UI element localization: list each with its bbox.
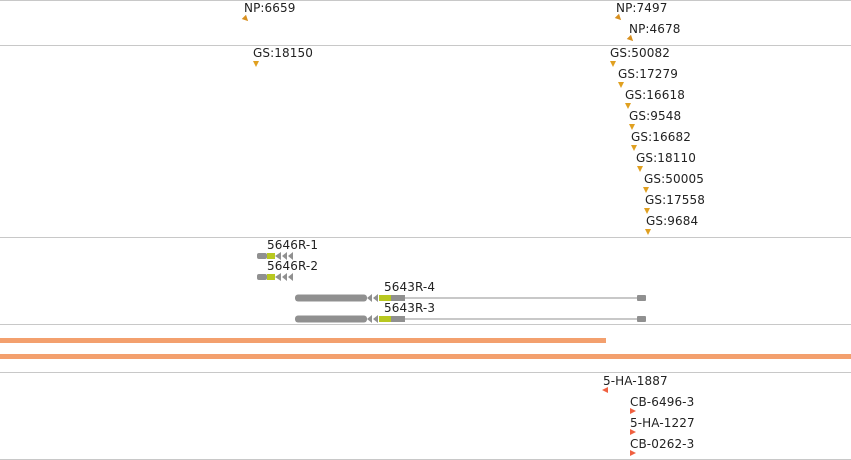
gs-marker-icon[interactable]: [637, 166, 643, 172]
gs-marker-icon[interactable]: [625, 103, 631, 109]
gs-feature-label[interactable]: GS:9548: [629, 109, 682, 123]
track-divider-np-gs: [0, 45, 851, 46]
np-feature-label[interactable]: NP:6659: [244, 1, 296, 15]
rnai-feature-label[interactable]: 5-HA-1887: [603, 374, 668, 388]
gs-marker-icon[interactable]: [644, 208, 650, 214]
rnai-feature-label[interactable]: CB-0262-3: [630, 437, 695, 451]
gene-label[interactable]: 5646R-2: [267, 259, 319, 273]
np-marker-icon[interactable]: [626, 34, 636, 44]
gene-label[interactable]: 5643R-3: [384, 301, 436, 315]
rnai-marker-icon[interactable]: [630, 408, 636, 414]
gene-model-glyph[interactable]: [293, 293, 653, 303]
rnai-feature-label[interactable]: CB-6496-3: [630, 395, 695, 409]
gs-marker-icon[interactable]: [645, 229, 651, 235]
gs-marker-icon[interactable]: [253, 61, 259, 67]
gs-marker-icon[interactable]: [629, 124, 635, 130]
np-marker-icon[interactable]: [241, 14, 251, 24]
gene-model-glyph[interactable]: [293, 314, 653, 324]
track-divider-genes-bars: [0, 324, 851, 325]
np-feature-label[interactable]: NP:7497: [616, 1, 668, 15]
rnai-marker-icon[interactable]: [630, 450, 636, 456]
rnai-feature-label[interactable]: 5-HA-1227: [630, 416, 695, 430]
gene-model-glyph[interactable]: [255, 272, 295, 282]
track-divider-top: [0, 0, 851, 1]
np-feature-label[interactable]: NP:4678: [629, 22, 681, 36]
track-divider-bars-rnai: [0, 372, 851, 373]
rnai-marker-icon[interactable]: [630, 429, 636, 435]
gs-marker-icon[interactable]: [610, 61, 616, 67]
gs-marker-icon[interactable]: [618, 82, 624, 88]
gene-label[interactable]: 5643R-4: [384, 280, 436, 294]
gene-model-glyph[interactable]: [255, 251, 295, 261]
gs-marker-icon[interactable]: [643, 187, 649, 193]
gs-feature-label[interactable]: GS:17279: [618, 67, 678, 81]
gene-label[interactable]: 5646R-1: [267, 238, 319, 252]
gs-feature-label[interactable]: GS:9684: [646, 214, 699, 228]
coverage-bar[interactable]: [0, 354, 851, 359]
gs-feature-label[interactable]: GS:18110: [636, 151, 696, 165]
gs-feature-label[interactable]: GS:50005: [644, 172, 704, 186]
gs-feature-label[interactable]: GS:18150: [253, 46, 313, 60]
gs-feature-label[interactable]: GS:16618: [625, 88, 685, 102]
gs-feature-label[interactable]: GS:50082: [610, 46, 670, 60]
gs-marker-icon[interactable]: [631, 145, 637, 151]
rnai-marker-icon[interactable]: [602, 387, 608, 393]
coverage-bar[interactable]: [0, 338, 606, 343]
np-marker-icon[interactable]: [614, 13, 624, 23]
track-divider-gs-genes: [0, 237, 851, 238]
gs-feature-label[interactable]: GS:17558: [645, 193, 705, 207]
gs-feature-label[interactable]: GS:16682: [631, 130, 691, 144]
